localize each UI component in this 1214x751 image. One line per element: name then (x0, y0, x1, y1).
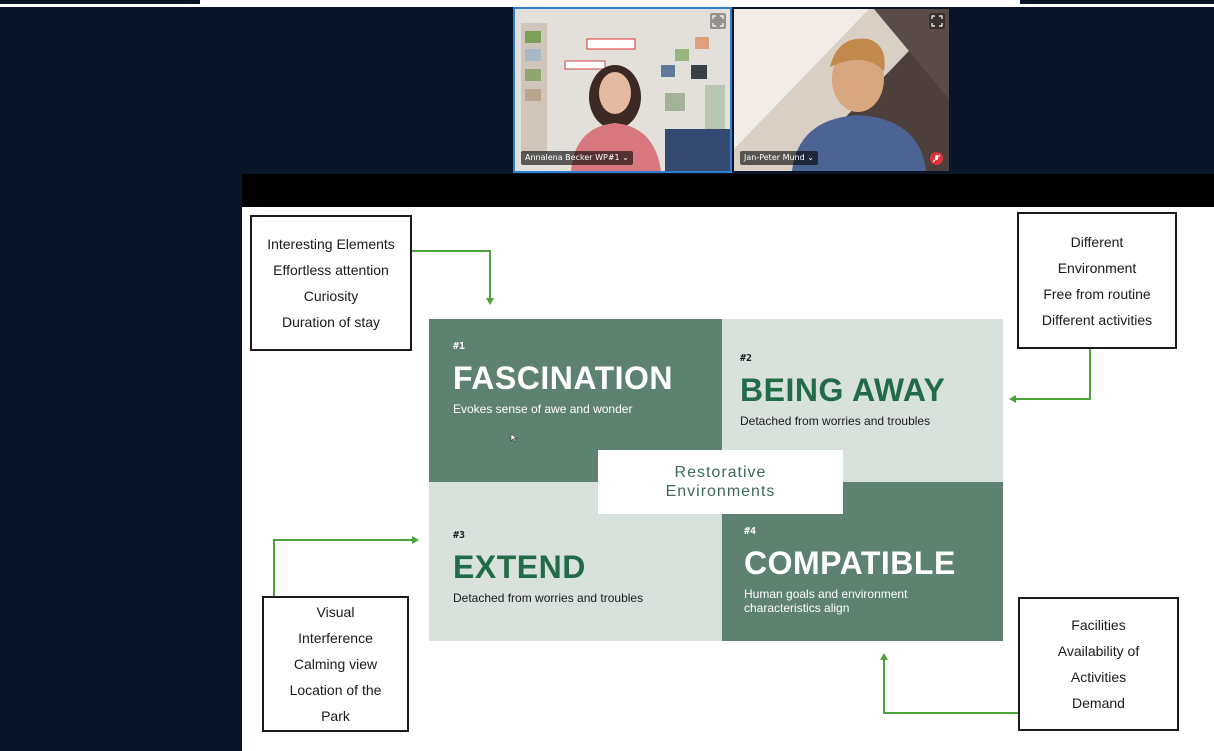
mic-muted-icon (930, 152, 943, 165)
shared-slide: #1 FASCINATION Evokes sense of awe and w… (242, 207, 1214, 751)
quadrant-number: #4 (744, 526, 757, 537)
expand-icon[interactable] (710, 13, 726, 29)
quadrant-title: EXTEND (453, 549, 586, 585)
attributes-box-being-away: Different Environment Free from routine … (1017, 212, 1177, 349)
video-tile-annalena[interactable]: Annalena Becker WP#1 ⌄ (513, 7, 732, 173)
attribute-item: Calming view (293, 656, 378, 672)
attribute-item: Availability of (1057, 643, 1140, 659)
attribute-item: Interference (298, 630, 373, 646)
attribute-item: Curiosity (303, 288, 359, 304)
attribute-item: Free from routine (1043, 285, 1151, 302)
quadrant-title: FASCINATION (453, 360, 674, 396)
chevron-down-icon: ⌄ (807, 153, 814, 162)
attribute-item: Interesting Elements (267, 236, 395, 252)
attribute-item: Demand (1072, 695, 1125, 711)
shared-screen-header-bar (242, 174, 1214, 207)
top-toolbar-strip (0, 0, 1214, 7)
participant-name: Jan-Peter Mund (744, 153, 805, 162)
quadrant-number: #2 (740, 353, 753, 364)
participant-name-tag[interactable]: Jan-Peter Mund ⌄ (740, 151, 818, 165)
center-label: Restorative Environments (598, 450, 843, 514)
quadrant-number: #1 (453, 341, 466, 352)
chevron-down-icon: ⌄ (622, 153, 629, 162)
quadrant-description: Evokes sense of awe and wonder (453, 402, 633, 416)
center-label-line: Environments (665, 483, 776, 500)
attribute-item: Environment (1057, 259, 1137, 276)
attribute-item: Park (321, 708, 350, 724)
quadrant-title: COMPATIBLE (744, 545, 956, 581)
video-tile-jan-peter[interactable]: Jan-Peter Mund ⌄ (734, 9, 949, 171)
attribute-item: Activities (1070, 669, 1127, 685)
attribute-item: Facilities (1071, 617, 1126, 633)
quadrant-fascination: #1 FASCINATION Evokes sense of awe and w… (429, 319, 722, 482)
toolbar-tab-right[interactable] (1020, 0, 1214, 4)
center-label-line: Restorative (674, 464, 767, 481)
attribute-item: Location of the (289, 682, 382, 698)
attribute-item: Visual (316, 604, 355, 620)
expand-icon[interactable] (929, 13, 945, 29)
attribute-item: Duration of stay (281, 314, 381, 330)
cursor-icon (510, 433, 518, 443)
attribute-item: Effortless attention (273, 262, 389, 278)
quadrant-description: Detached from worries and troubles (453, 591, 644, 605)
quadrant-description: Human goals and environment characterist… (744, 587, 908, 615)
quadrant-title: BEING AWAY (740, 372, 946, 408)
participant-name: Annalena Becker WP#1 (525, 153, 620, 162)
quadrant-number: #3 (453, 530, 466, 541)
attribute-item: Different activities (1041, 311, 1153, 328)
participant-video-annalena (515, 9, 730, 171)
attributes-box-fascination: Interesting Elements Effortless attentio… (250, 215, 412, 351)
attributes-box-compatible: Facilities Availability of Activities De… (1018, 597, 1179, 731)
participant-name-tag[interactable]: Annalena Becker WP#1 ⌄ (521, 151, 633, 165)
participant-video-jan-peter (734, 9, 949, 171)
quadrant-description: Detached from worries and troubles (740, 414, 931, 428)
attribute-item: Different (1070, 233, 1124, 250)
toolbar-tab-left[interactable] (0, 0, 200, 4)
attributes-box-extend: Visual Interference Calming view Locatio… (262, 596, 409, 732)
